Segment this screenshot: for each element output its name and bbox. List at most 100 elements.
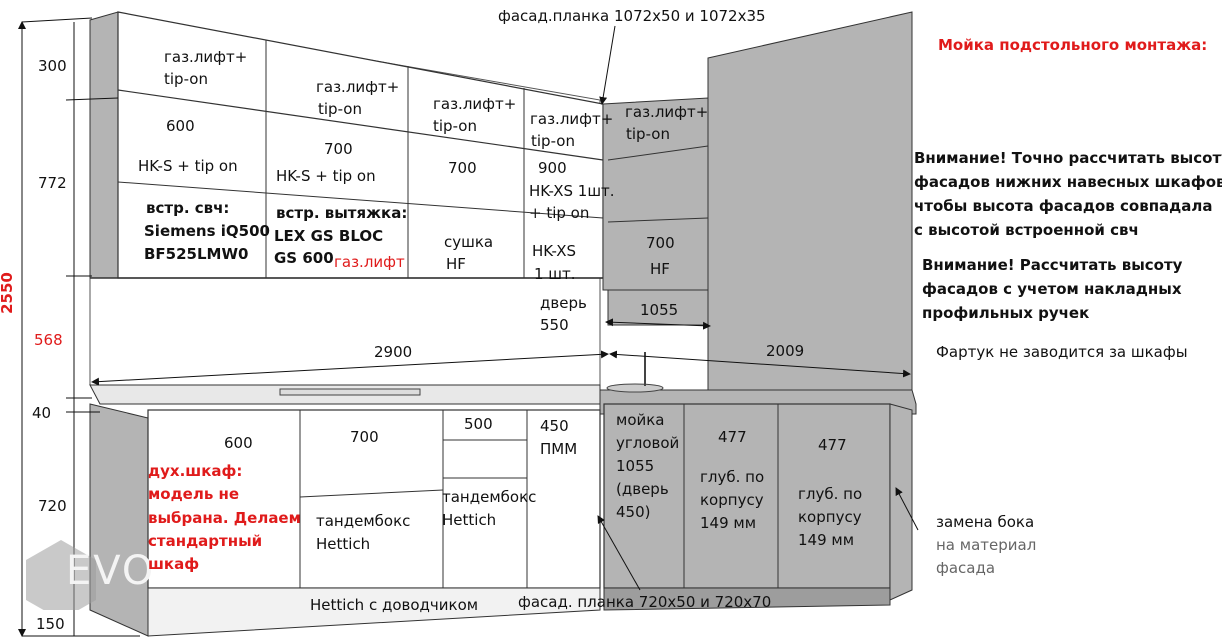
c1-gas: газ.лифт+ (164, 48, 248, 66)
c1-hk: HK-S + tip on (138, 157, 238, 175)
dim-300: 300 (38, 57, 67, 75)
facade-plank-top-label: фасад.планка 1072х50 и 1072х35 (498, 7, 766, 25)
dim-2900-label: 2900 (374, 343, 413, 361)
c1-mw-3: BF525LMW0 (144, 245, 249, 263)
note-2-line-2: фасадов с учетом накладных (922, 280, 1182, 298)
note-2-line-3: профильных ручек (922, 304, 1090, 322)
l1-oven-1: дух.шкаф: (148, 462, 243, 480)
l5-depth-1: глуб. по (700, 468, 765, 486)
c1-mw-1: встр. свч: (146, 199, 230, 217)
ext-top (21, 17, 93, 23)
note-2-line-1: Внимание! Рассчитать высоту (922, 256, 1183, 274)
sink-label-2: угловой (616, 434, 680, 452)
dim-772: 772 (38, 174, 67, 192)
l2-width: 700 (350, 428, 379, 446)
side-note-1: замена бока (936, 513, 1035, 531)
c2-hood-3: GS 600 (274, 249, 334, 267)
cooktop (279, 388, 421, 396)
right-wall-panel (707, 11, 913, 391)
dim-40: 40 (32, 404, 52, 422)
leader-plank-top (599, 25, 616, 105)
l6-width: 477 (818, 436, 847, 454)
l2-tandembox-1: тандембокс (316, 512, 411, 530)
l1-width: 600 (224, 434, 253, 452)
upper-row-divider-1 (117, 89, 604, 161)
c2-hood-2: LEX GS BLOC (274, 227, 384, 245)
lower-right-end-panel (889, 403, 913, 601)
sink-label-4: (дверь (616, 480, 669, 498)
l2-tandembox-2: Hettich (316, 535, 371, 553)
c3-width: 700 (448, 159, 477, 177)
l5-depth-3: 149 мм (700, 514, 757, 532)
sink-label-1: мойка (616, 411, 665, 429)
dim-2009-label: 2009 (766, 342, 805, 360)
leader-side (895, 487, 919, 531)
dim-2009 (609, 350, 911, 378)
facade-plank-bottom-label: фасад. планка 720х50 и 720х70 (518, 593, 772, 611)
c4-width: 900 (538, 159, 567, 177)
leader-plank-bottom (597, 515, 641, 591)
upper-right-divider-1 (607, 145, 709, 161)
c4-tip: tip-on (531, 132, 575, 150)
upper-right-divider-2 (607, 217, 709, 223)
c5-hf: HF (650, 260, 670, 278)
l3-tandembox-1: тандембокс (442, 488, 537, 506)
l4-dishwasher: ПММ (540, 440, 578, 458)
l3-tandembox-2: Hettich (442, 511, 497, 529)
c4-hk-3: HK-XS (532, 242, 577, 260)
c4-gas: газ.лифт+ (530, 110, 614, 128)
note-1-line-4: с высотой встроенной свч (914, 221, 1139, 239)
l4-width: 450 (540, 417, 569, 435)
door-label-2: 550 (540, 316, 569, 334)
c5-gas: газ.лифт+ (625, 103, 709, 121)
c4-hk-4: 1 шт. (534, 265, 576, 283)
upper-row-divider-2 (117, 181, 604, 219)
lower-drawer-1 (299, 489, 444, 498)
c3-dry-2: HF (446, 255, 466, 273)
l3-width: 500 (464, 415, 493, 433)
l5-width: 477 (718, 428, 747, 446)
l6-depth-1: глуб. по (798, 485, 863, 503)
c5-tip: tip-on (626, 125, 670, 143)
c3-gas: газ.лифт+ (433, 95, 517, 113)
sink-bowl (606, 383, 664, 393)
c2-hood-lift: газ.лифт (334, 253, 405, 271)
hettich-closer-label: Hettich с доводчиком (310, 596, 479, 614)
l1-oven-3: выбрана. Делаем (148, 509, 301, 527)
l6-depth-3: 149 мм (798, 531, 855, 549)
dim-1055-label: 1055 (640, 301, 679, 319)
dim-1055 (605, 318, 711, 330)
l1-oven-2: модель не (148, 485, 240, 503)
c2-tip: tip-on (318, 100, 362, 118)
c5-width: 700 (646, 234, 675, 252)
sink-title: Мойка подстольного монтажа: (938, 36, 1208, 54)
plinth-right (603, 587, 891, 611)
c3-tip: tip-on (433, 117, 477, 135)
lower-right-block (603, 403, 891, 589)
l6-depth-2: корпусу (798, 508, 862, 526)
plinth-left (147, 587, 601, 637)
c2-gas: газ.лифт+ (316, 78, 400, 96)
upper-cabinet-left-side (89, 11, 119, 279)
note-1-line-3: чтобы высота фасадов совпадала (914, 197, 1213, 215)
evo-logo (26, 540, 96, 610)
evo-logo-text: EVO (66, 548, 156, 594)
c2-width: 700 (324, 140, 353, 158)
c2-hk: HK-S + tip on (276, 167, 376, 185)
note-1-line-1: Внимание! Точно рассчитать высоту (914, 149, 1222, 167)
apron-note: Фартук не заводится за шкафы (936, 343, 1188, 361)
l1-oven-5: шкаф (148, 555, 200, 573)
dim-total-height: 2550 (0, 272, 16, 314)
c1-tip: tip-on (164, 70, 208, 88)
l1-oven-4: стандартный (148, 532, 263, 550)
l5-depth-2: корпусу (700, 491, 764, 509)
c4-hk-1: HK-XS 1шт. (529, 182, 615, 200)
c1-mw-2: Siemens iQ500 (144, 222, 270, 240)
dim-150: 150 (36, 615, 65, 633)
c4-hk-2: + tip on (529, 204, 590, 222)
dim-720: 720 (38, 497, 67, 515)
sink-label-5: 450) (616, 503, 651, 521)
c1-width: 600 (166, 117, 195, 135)
dim-568: 568 (34, 331, 63, 349)
